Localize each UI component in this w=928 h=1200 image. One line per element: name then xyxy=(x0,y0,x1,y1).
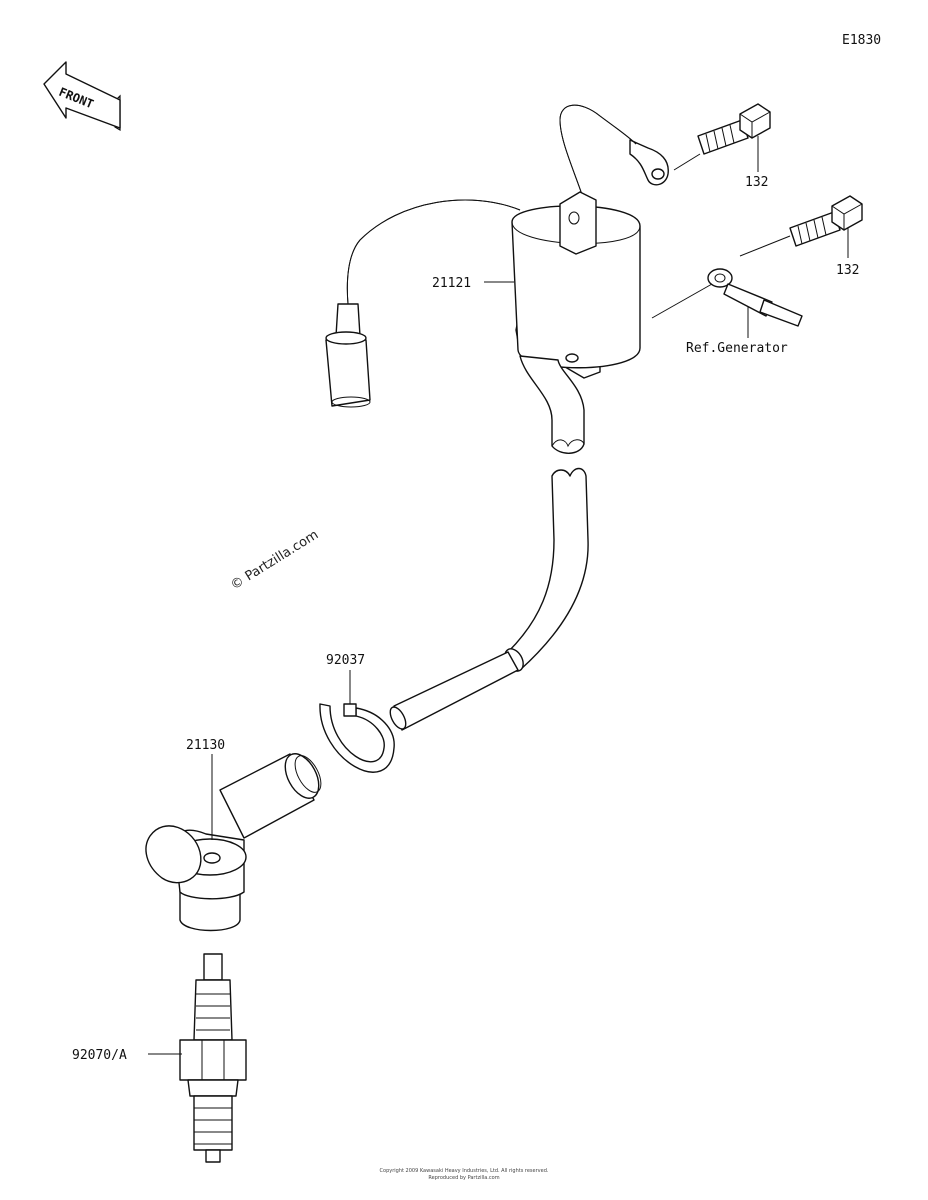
label-spark-plug: 92070/A xyxy=(72,1048,127,1063)
footer-line-2: Reproduced by Partzilla.com xyxy=(428,1175,499,1181)
label-bolt-upper: 132 xyxy=(745,175,768,190)
ignition-coil xyxy=(346,104,641,454)
ground-terminal xyxy=(629,139,669,186)
generator-wire-terminal xyxy=(707,268,803,327)
label-ignition-coil: 21121 xyxy=(432,276,471,291)
front-arrow-icon: FRONT xyxy=(43,61,121,132)
diagram-code: E1830 xyxy=(842,33,881,48)
label-plug-cap: 21130 xyxy=(186,738,225,753)
watermark: © Partzilla.com xyxy=(228,528,321,594)
high-tension-lead xyxy=(389,467,589,731)
primary-connector xyxy=(325,303,371,408)
label-clamp: 92037 xyxy=(326,653,365,668)
label-generator-ref: Ref.Generator xyxy=(686,341,788,356)
spark-plug xyxy=(179,953,247,1163)
footer-line-1: Copyright 2009 Kawasaki Heavy Industries… xyxy=(380,1168,549,1174)
spark-plug-cap xyxy=(145,753,322,932)
bolt-lower xyxy=(789,195,863,247)
hose-clamp xyxy=(319,703,395,773)
bolt-upper xyxy=(697,103,771,155)
label-bolt-lower: 132 xyxy=(836,263,859,278)
